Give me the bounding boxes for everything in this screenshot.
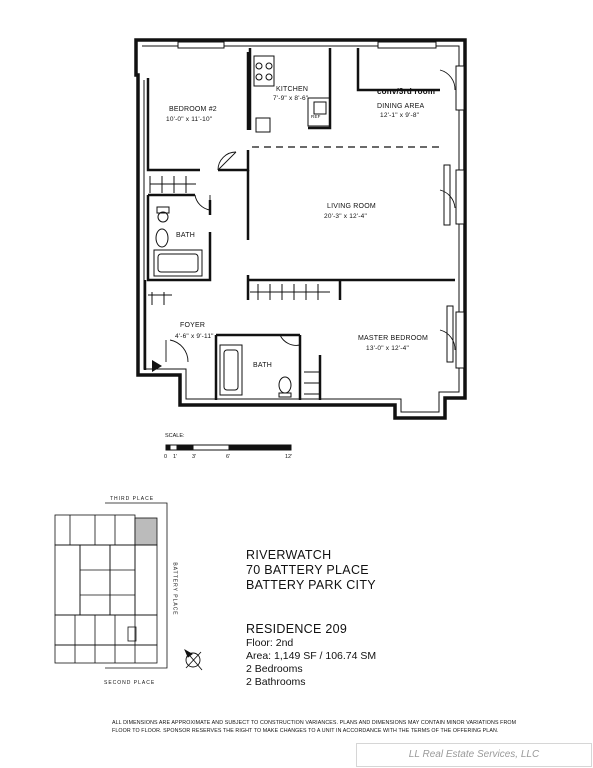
residence-info: RESIDENCE 209 Floor: 2nd Area: 1,149 SF … [246,622,376,689]
living-dim: 20'-3" x 12'-4" [324,213,367,220]
bedroom2-dim: 10'-0" x 11'-10" [166,116,213,123]
doors [165,69,456,363]
conv-third-room-label: conv/3rd room [377,87,436,96]
watermark: LL Real Estate Services, LLC [356,743,592,767]
scale-tick-12: 12' [285,454,293,460]
residence-title: RESIDENCE 209 [246,622,348,636]
master-bedroom-label: MASTER BEDROOM [358,335,429,342]
living-label: LIVING ROOM [327,203,376,210]
bedroom2-label: BEDROOM #2 [169,106,217,113]
closet-shelves [148,176,330,395]
building-address: 70 BATTERY PLACE [246,563,369,577]
scale-title: SCALE: [165,433,185,439]
interior-walls [143,48,455,400]
residence-bedrooms: 2 Bedrooms [246,663,303,675]
third-place-label: THIRD PLACE [110,496,155,502]
residence-area: Area: 1,149 SF / 106.74 SM [246,650,377,662]
entry-arrow [152,360,162,372]
ref-label: REF [311,114,321,119]
key-plan [54,502,168,669]
scale-bar [165,444,292,451]
kitchen-dim: 7'-9" x 8'-6" [273,95,309,102]
second-place-label: SECOND PLACE [104,680,156,686]
exterior-walls [134,38,467,420]
bath-bottom-label: BATH [253,362,272,369]
master-bedroom-dim: 13'-0" x 12'-4" [366,345,409,352]
kitchen-label: KITCHEN [276,86,309,93]
residence-bathrooms: 2 Bathrooms [246,676,306,688]
foyer-dim: 4'-6" x 9'-11" [175,333,214,340]
scale-tick-6: 6' [226,454,231,460]
residence-floor: Floor: 2nd [246,637,294,649]
fixtures [153,55,331,398]
windows [177,41,465,369]
battery-place-label: BATTERY PLACE [171,562,178,616]
building-info: RIVERWATCH 70 BATTERY PLACE BATTERY PARK… [246,548,376,593]
building-district: BATTERY PARK CITY [246,578,376,592]
foyer-label: FOYER [180,322,206,329]
compass [184,648,203,671]
dining-label: DINING AREA [377,103,425,110]
dining-dim: 12'-1" x 9'-8" [380,112,420,119]
scale-tick-3: 3' [192,454,197,460]
disclaimer-text: ALL DIMENSIONS ARE APPROXIMATE AND SUBJE… [112,720,517,734]
scale-tick-0: 0 [164,454,168,460]
scale-tick-1: 1' [173,454,178,460]
building-name: RIVERWATCH [246,548,332,562]
exterior-inner-line [142,45,460,413]
bath-top-label: BATH [176,232,195,239]
